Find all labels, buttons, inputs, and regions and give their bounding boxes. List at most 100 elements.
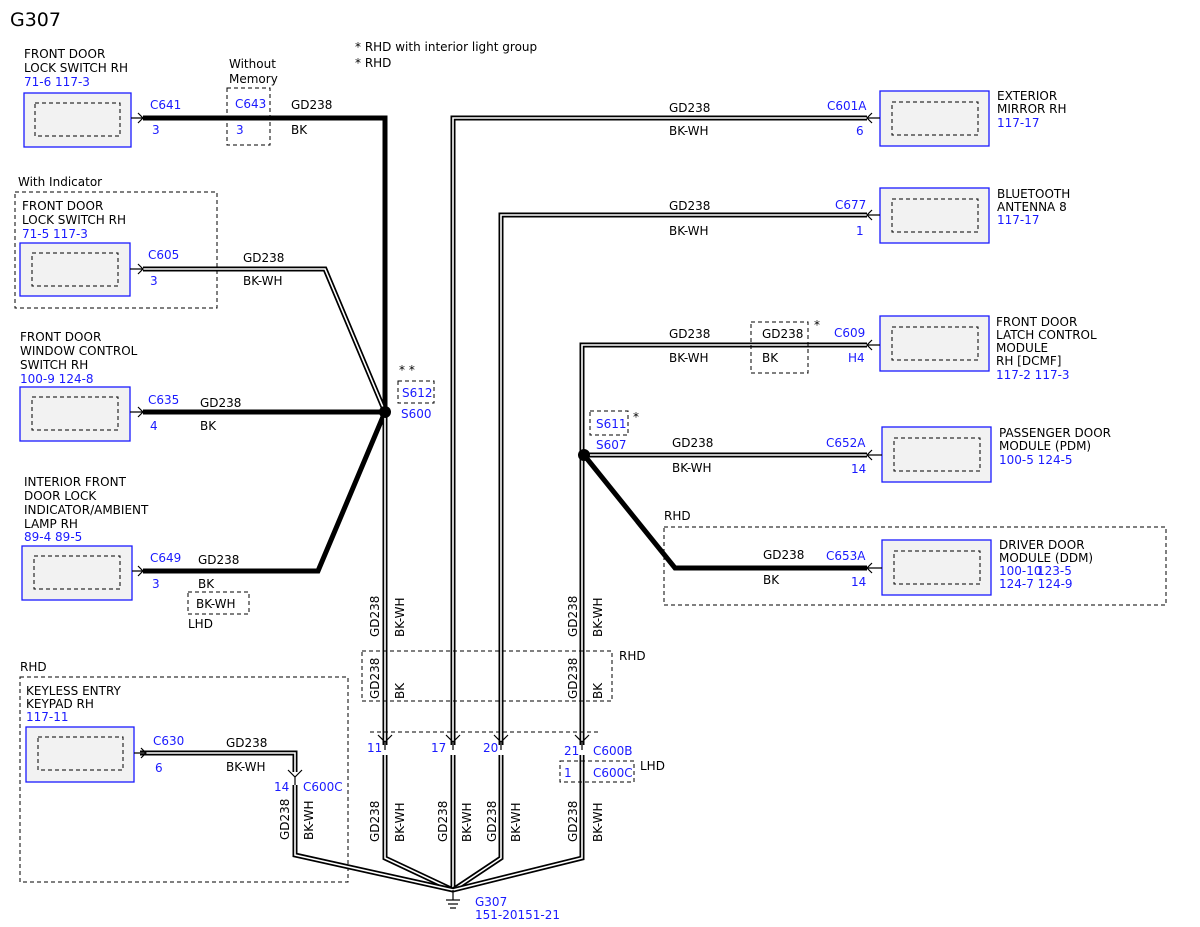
front-door-latch-control-module-rh-c609[interactable]: FRONT DOOR LATCH CONTROL MODULE RH [DCMF… [879, 315, 1097, 382]
driver-door-module-ddm-c653a[interactable]: DRIVER DOOR MODULE (DDM) 100-10 123-5 12… [881, 538, 1093, 596]
component-inner [891, 101, 979, 136]
component-refs: 124-7 124-9 [999, 577, 1073, 591]
wire-label: BK [591, 682, 605, 699]
pin-label: 3 [152, 123, 160, 137]
s611-box [589, 410, 629, 436]
wire-c653a [582, 453, 867, 571]
component-label: BLUETOOTH [997, 187, 1070, 201]
component-label: MODULE (DDM) [999, 551, 1093, 565]
splice-s612: S612 [402, 386, 433, 400]
component-inner [33, 555, 121, 590]
wire-label: GD238 [368, 658, 382, 699]
splice-s611: S611 [596, 417, 627, 431]
wire-label: GD238 [278, 799, 292, 840]
wire-label: GD238 [669, 327, 710, 341]
wire-label: GD238 [566, 801, 580, 842]
component-refs: 100-10 [999, 564, 1042, 578]
wire-label: GD238 [243, 251, 284, 265]
passenger-door-module-pdm-c652a[interactable]: PASSENGER DOOR MODULE (PDM) 100-5 124-5 [881, 426, 1111, 483]
wire-label: GD238 [485, 801, 499, 842]
component-label: FRONT DOOR [22, 199, 103, 213]
pin-label: 6 [856, 124, 864, 138]
component-refs: 117-11 [26, 710, 69, 724]
c600c-lhd-box [559, 760, 635, 783]
ground-icon [446, 890, 460, 909]
wire-label: GD238 [669, 101, 710, 115]
wire-c677 [498, 212, 867, 745]
c649-lhd-box [187, 591, 250, 615]
keyless-entry-keypad-rh-c630[interactable]: KEYLESS ENTRY KEYPAD RH 117-11 [25, 684, 135, 783]
wire-label: BK-WH [672, 461, 712, 475]
pin-label: H4 [848, 351, 865, 365]
c649-lhd-label: LHD [188, 617, 213, 631]
wire-label: BK-WH [393, 597, 407, 637]
wire-label: BK-WH [669, 351, 709, 365]
front-door-lock-switch-rh-c641[interactable]: FRONT DOOR LOCK SWITCH RH 71-6 117-3 [23, 47, 132, 148]
wire-label: GD238 [669, 199, 710, 213]
front-door-lock-switch-rh-c605[interactable]: FRONT DOOR LOCK SWITCH RH 71-5 117-3 [19, 199, 131, 297]
c600c-pin-1: 1 [564, 766, 572, 780]
pin-label: 14 [851, 575, 866, 589]
rhd-mid-label: RHD [619, 649, 646, 663]
component-label: LOCK SWITCH RH [24, 61, 128, 75]
component-label: INDICATOR/AMBIENT [24, 503, 149, 517]
splice-star: * [633, 410, 639, 424]
connector-c600c-lhd: C600C [593, 766, 633, 780]
pin-label: 3 [150, 274, 158, 288]
splice-s607: S607 [596, 438, 627, 452]
component-box [19, 242, 131, 297]
component-label: MIRROR RH [997, 102, 1067, 116]
connector-c652a: C652A [826, 436, 866, 450]
c609-rhd-box [750, 321, 809, 374]
ground-name: G307 [475, 895, 507, 909]
component-refs: 89-4 89-5 [24, 530, 82, 544]
component-label: FRONT DOOR [24, 47, 105, 61]
wire-label: GD238 [200, 396, 241, 410]
wire-label: GD238 [566, 658, 580, 699]
wire-label: BK-WH [460, 802, 474, 842]
connector-arrows [130, 112, 882, 759]
wire-label: BK [198, 577, 215, 591]
wire-label: BK-WH [302, 800, 316, 840]
bluetooth-antenna-8-c677[interactable]: BLUETOOTH ANTENNA 8 117-17 [879, 187, 1070, 244]
wire-c641 [143, 115, 388, 412]
wire-labels: GD238 BK GD238 BK-WH GD238 BK GD238 BK G… [198, 98, 804, 774]
c600c-lhd-label: LHD [640, 759, 665, 773]
component-label: SWITCH RH [20, 358, 88, 372]
ground-refs: 151-20151-21 [475, 908, 560, 922]
wire-c605 [143, 266, 388, 413]
component-label: MODULE (PDM) [999, 439, 1091, 453]
component-label: WINDOW CONTROL [20, 344, 138, 358]
component-inner [34, 102, 121, 137]
component-inner [37, 736, 124, 771]
component-label: INTERIOR FRONT [24, 475, 127, 489]
note-rhd: * RHD [355, 56, 391, 70]
c600c-pin-14: 14 [274, 780, 289, 794]
note-rhd-interior-light: * RHD with interior light group [355, 40, 537, 54]
component-inner [893, 550, 981, 585]
splice-s600: S600 [401, 407, 432, 421]
connector-c605: C605 [148, 248, 179, 262]
pin-label: 4 [150, 419, 158, 433]
component-refs: 71-5 117-3 [22, 227, 88, 241]
vertical-wire-labels: GD238 BK-WH GD238 BK GD238 BK-WH GD238 B… [278, 596, 605, 842]
rhd-label: RHD [664, 509, 691, 523]
wire-label: BK [393, 682, 407, 699]
wire-label: BK-WH [669, 124, 709, 138]
exterior-mirror-rh-c601a[interactable]: EXTERIOR MIRROR RH 117-17 [879, 89, 1067, 147]
component-refs: 100-5 124-5 [999, 453, 1073, 467]
component-label: KEYPAD RH [26, 697, 94, 711]
connector-c641: C641 [150, 98, 181, 112]
component-refs: 117-17 [997, 116, 1040, 130]
s612-box [397, 380, 435, 404]
wire-label: BK-WH [669, 224, 709, 238]
pin-label: 3 [236, 123, 244, 137]
pin-label: 3 [152, 577, 160, 591]
rhd-keyless-box [19, 676, 349, 883]
wire-label: BK-WH [509, 802, 523, 842]
interior-front-door-lock-indicator-ambient-lamp-rh-c649[interactable]: INTERIOR FRONT DOOR LOCK INDICATOR/AMBIE… [21, 475, 149, 601]
component-inner [31, 252, 119, 287]
c600b-pin-17: 17 [431, 741, 446, 755]
front-door-window-control-switch-rh-c635[interactable]: FRONT DOOR WINDOW CONTROL SWITCH RH 100-… [19, 330, 138, 442]
